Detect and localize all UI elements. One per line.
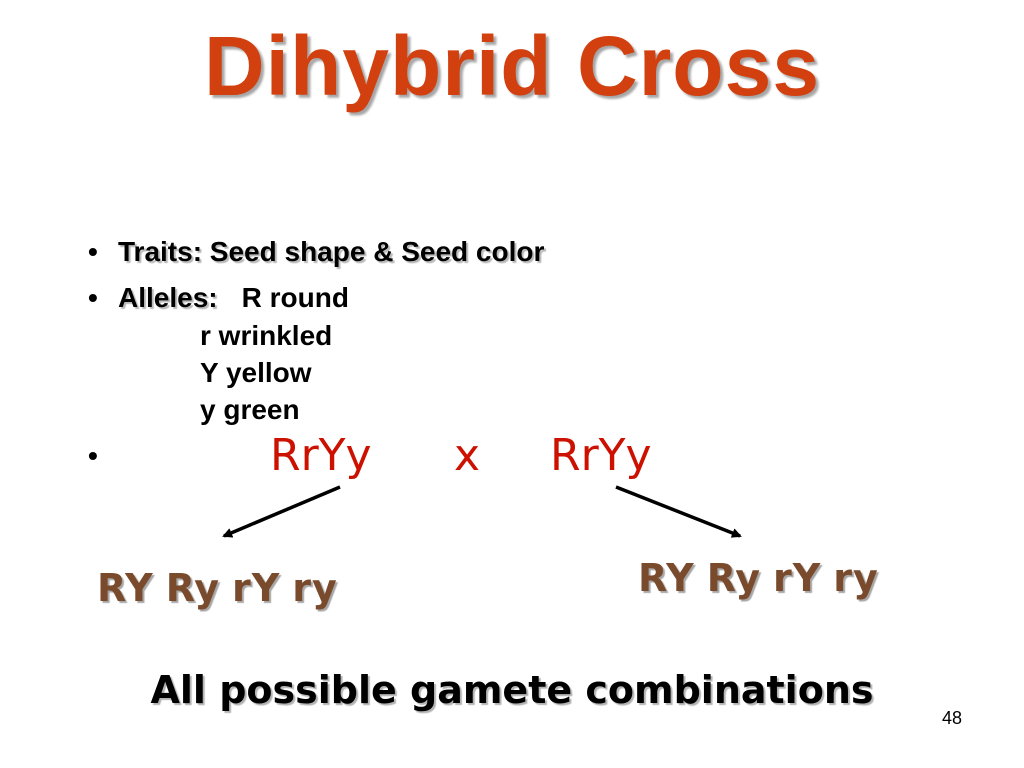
allele-item: R round [241, 282, 349, 313]
page-number: 48 [941, 708, 962, 728]
right-arrow [615, 485, 742, 538]
traits-text: Traits: Seed shape & Seed color [118, 236, 545, 267]
bullet-dot: • [88, 282, 98, 313]
bullet-alleles: • Alleles: R round [88, 282, 349, 314]
slide-title: Dihybrid Cross [203, 19, 821, 113]
parent2-genotype: RrYy [550, 430, 652, 481]
alleles-label: Alleles: [118, 282, 218, 313]
gamete-item: rY [773, 556, 822, 600]
left-arrow [222, 485, 341, 538]
allele-item: Y yellow [200, 357, 312, 388]
gamete-item: rY [232, 566, 281, 610]
parent1-genotype: RrYy [270, 430, 372, 481]
allele-item: r wrinkled [200, 320, 333, 351]
bullet-dot: • [88, 440, 98, 471]
gamete-item: Ry [706, 556, 762, 600]
gamete-item: ry [833, 556, 879, 600]
gamete-item: Ry [165, 566, 221, 610]
bullet-cross: • [88, 440, 118, 472]
cross-operator: x [454, 430, 481, 481]
caption: All possible gamete combinations [150, 668, 874, 712]
allele-item: y green [200, 394, 300, 425]
gamete-item: ry [292, 566, 338, 610]
gamete-item: RY [97, 566, 154, 610]
bullet-traits: • Traits: Seed shape & Seed color [88, 236, 544, 268]
gamete-item: RY [638, 556, 695, 600]
bullet-dot: • [88, 236, 98, 267]
